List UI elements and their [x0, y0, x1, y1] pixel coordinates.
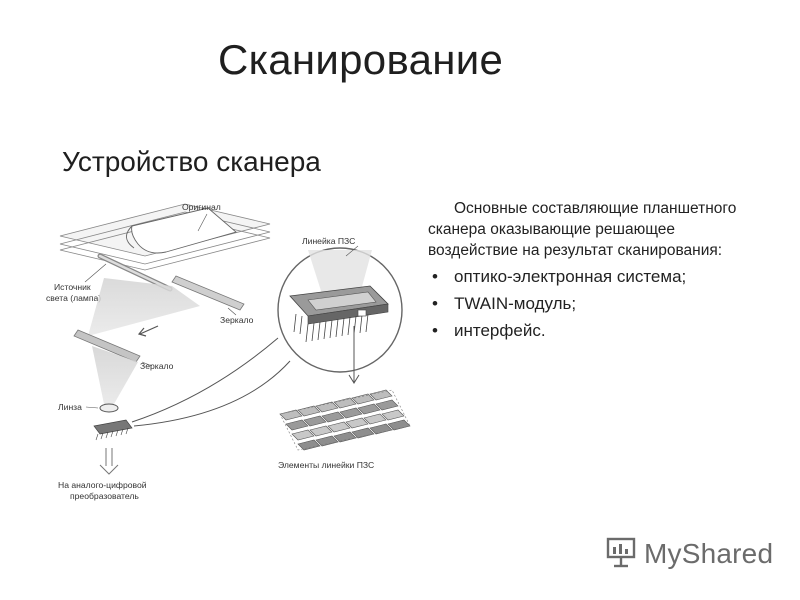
ccd-chip-small — [93, 419, 133, 441]
original-document — [126, 207, 237, 254]
lamp — [97, 253, 173, 292]
label-adc-1: На аналого-цифровой — [58, 480, 147, 490]
scanner-diagram: Оригинал Источник света (лампа) Зеркало … — [40, 186, 420, 526]
list-item-text: оптико-электронная система; — [454, 267, 687, 286]
label-mirror-bottom: Зеркало — [140, 361, 174, 371]
callout-line — [131, 337, 279, 423]
ccd-elements-grid — [279, 389, 411, 451]
label-light-source-2: света (лампа) — [46, 293, 101, 303]
upper-mirror — [171, 275, 245, 311]
label-mirror-top: Зеркало — [220, 315, 254, 325]
label-ccd-elements: Элементы линейки ПЗС — [278, 460, 374, 470]
output-arrow — [99, 448, 119, 475]
list-item-text: TWAIN-модуль; — [454, 294, 577, 313]
scanner-diagram-svg: Оригинал Источник света (лампа) Зеркало … — [46, 202, 411, 501]
label-light-source-1: Источник — [54, 282, 91, 292]
lens — [99, 403, 119, 413]
components-list: • оптико-электронная система; • TWAIN-мо… — [428, 263, 768, 344]
myshared-logo[interactable]: MyShared — [604, 536, 773, 572]
description-block: Основные составляющие планшетного сканер… — [428, 198, 768, 344]
bullet-marker: • — [432, 321, 438, 340]
slide-title: Сканирование — [218, 36, 504, 83]
logo-text: MyShared — [644, 538, 774, 569]
list-item-text: интерфейс. — [454, 321, 546, 340]
label-original: Оригинал — [182, 202, 221, 212]
magnified-view — [277, 247, 403, 373]
intro-paragraph: Основные составляющие планшетного сканер… — [428, 200, 737, 259]
bullet-marker: • — [432, 294, 438, 313]
slide-subtitle: Устройство сканера — [62, 146, 321, 177]
label-lens: Линза — [58, 402, 82, 412]
light-beam-horizontal — [88, 278, 200, 336]
ccd-elements-arrow — [348, 326, 360, 384]
label-ccd-line: Линейка ПЗС — [302, 236, 355, 246]
light-beam-vertical — [92, 346, 138, 404]
list-item: • интерфейс. — [428, 317, 768, 344]
scan-direction-arrow — [137, 325, 159, 337]
bullet-marker: • — [432, 267, 438, 286]
presentation-board-icon — [604, 535, 638, 574]
label-adc-2: преобразователь — [70, 491, 139, 501]
list-item: • оптико-электронная система; — [428, 263, 768, 290]
list-item: • TWAIN-модуль; — [428, 290, 768, 317]
